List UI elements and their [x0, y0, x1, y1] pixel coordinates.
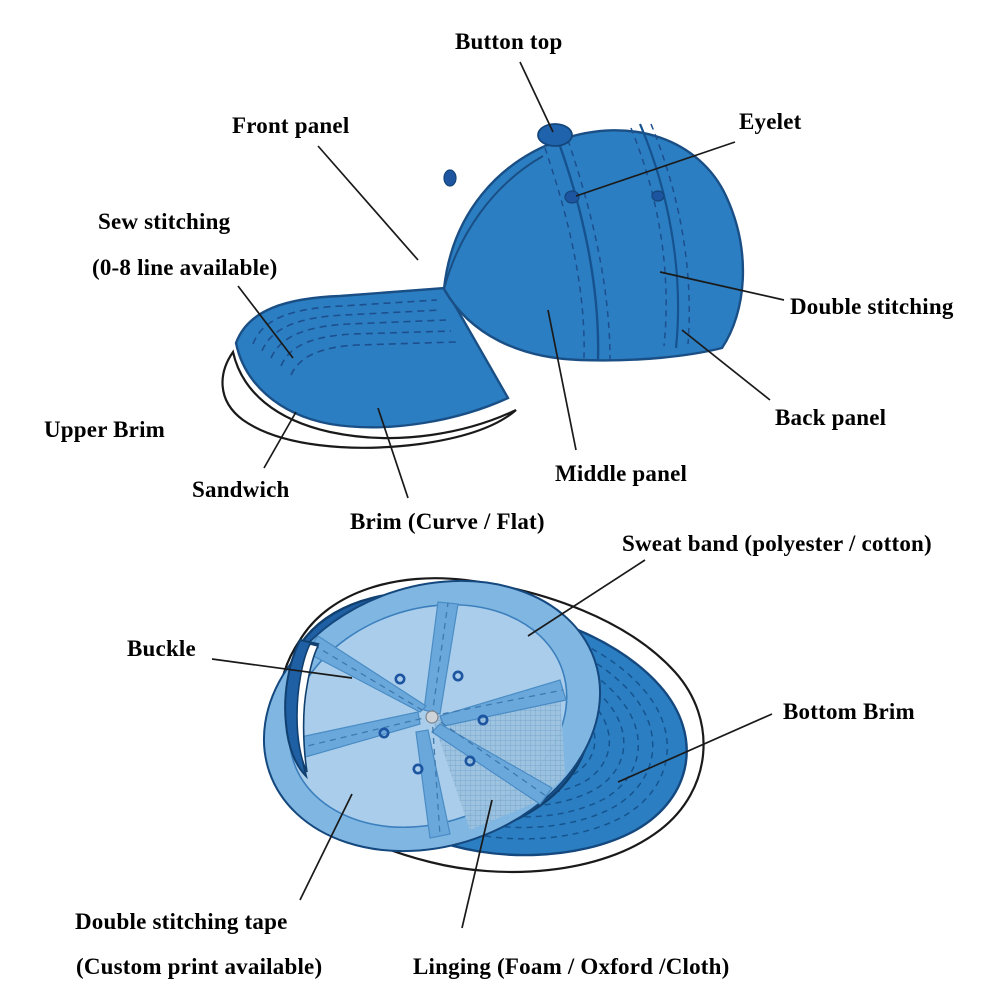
label-sandwich: Sandwich: [192, 477, 290, 502]
label-sew-stitching: Sew stitching: [98, 209, 231, 234]
crown-body: [442, 129, 745, 362]
label-middle-panel: Middle panel: [555, 461, 688, 486]
button-top-shape: [537, 123, 573, 147]
label-back-panel: Back panel: [775, 405, 887, 430]
cap-interior-view: [211, 559, 773, 929]
leader-sew-stitching: [237, 285, 294, 359]
lining-panel-tapes: [295, 601, 567, 839]
eyelet-back: [651, 190, 665, 202]
leader-middle-panel: [547, 309, 577, 451]
sandwich-edge: [221, 349, 517, 449]
brim-stitch-lines: [252, 299, 457, 376]
leader-eyelet: [575, 141, 736, 197]
center-grommet: [425, 710, 439, 724]
label-linging: Linging (Foam / Oxford /Cloth): [413, 954, 730, 979]
front-panel-seam: [443, 155, 544, 290]
leader-sweat-band: [527, 559, 646, 637]
label-double-stitching-tape-note: (Custom print available): [76, 954, 323, 979]
label-buckle: Buckle: [127, 636, 196, 661]
label-sew-stitching-note: (0-8 line available): [92, 255, 278, 280]
leader-sandwich: [263, 411, 297, 469]
leader-front-panel: [317, 145, 419, 261]
label-sweat-band: Sweat band (polyester / cotton): [622, 531, 932, 556]
leader-double-stitching: [659, 271, 785, 301]
label-bottom-brim: Bottom Brim: [783, 699, 915, 724]
eyelet-front: [443, 169, 457, 187]
lining-seam-dashes: [298, 602, 564, 837]
label-front-panel: Front panel: [232, 113, 350, 138]
top-view-leaders: [237, 61, 785, 499]
cap-side-profile: [221, 61, 785, 499]
label-upper-brim: Upper Brim: [44, 417, 166, 442]
double-stitching-lines: [544, 123, 690, 361]
eyelet-middle: [564, 190, 580, 204]
leader-buckle: [211, 658, 353, 679]
bottom-view-leaders: [211, 559, 773, 929]
label-eyelet: Eyelet: [739, 109, 802, 134]
leader-bottom-brim: [617, 713, 773, 783]
label-double-stitching: Double stitching: [790, 294, 954, 319]
interior-eyelets: [378, 670, 489, 775]
label-brim-curve-flat: Brim (Curve / Flat): [350, 509, 545, 534]
leader-double-stitching-tape: [299, 793, 353, 901]
label-button-top: Button top: [455, 29, 563, 54]
back-panel-seam: [638, 123, 680, 349]
leader-linging: [461, 799, 493, 929]
brim-upper: [234, 286, 510, 429]
label-double-stitching-tape: Double stitching tape: [75, 909, 288, 934]
buckle-opening: [296, 643, 320, 773]
leader-back-panel: [681, 329, 771, 401]
leader-button-top: [519, 61, 554, 133]
middle-panel-seam: [554, 134, 600, 361]
leader-brim: [377, 407, 409, 499]
